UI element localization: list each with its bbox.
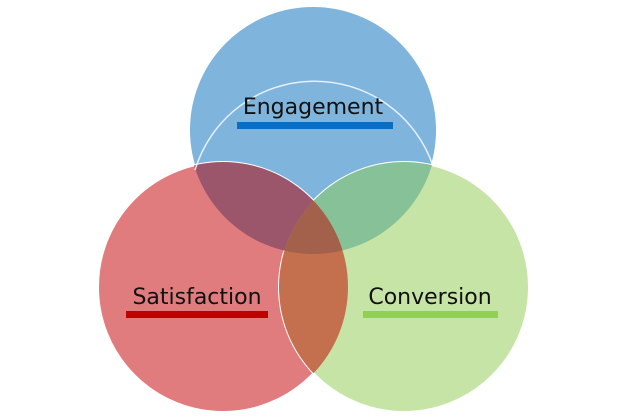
outline-arc bbox=[194, 80, 434, 171]
engagement-underline bbox=[237, 122, 393, 129]
overlap-engagement-conversion bbox=[279, 162, 437, 254]
label-engagement: Engagement bbox=[243, 95, 384, 120]
overlap-engagement-satisfaction bbox=[189, 162, 348, 254]
label-satisfaction: Satisfaction bbox=[132, 285, 261, 310]
satisfaction-underline bbox=[126, 311, 268, 318]
label-conversion: Conversion bbox=[368, 285, 491, 310]
conversion-underline bbox=[363, 311, 498, 318]
